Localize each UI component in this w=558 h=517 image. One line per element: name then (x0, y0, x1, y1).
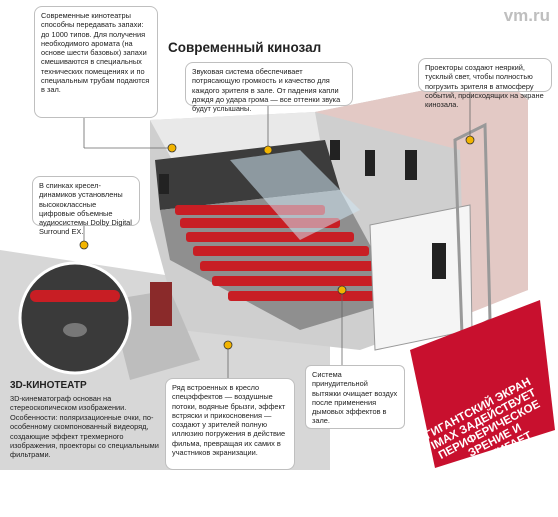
marker (167, 143, 177, 153)
markers (79, 135, 475, 350)
marker (79, 240, 89, 250)
projector-beam (230, 150, 360, 240)
seat-rows (175, 205, 388, 301)
callout-projectors: Проекторы создают неяркий, тусклый свет,… (418, 58, 552, 109)
marker (263, 145, 273, 155)
marker (223, 340, 233, 350)
imax-banner-shape (410, 300, 555, 468)
watermark: vm.ru (503, 6, 550, 25)
movie-poster (150, 282, 172, 326)
seat-row (200, 261, 380, 271)
diagram-stage: vm.ru Современный кинозал Современные ки… (0, 6, 555, 470)
seat-row (186, 232, 354, 242)
right-wall (315, 75, 528, 315)
seat-row (212, 276, 388, 286)
screen-speaker (432, 243, 446, 279)
diagram-title: Современный кинозал (168, 40, 322, 55)
cinema-illustration (0, 75, 555, 470)
closeup-seat (30, 290, 120, 302)
leader-lines (83, 86, 471, 378)
marker (337, 285, 347, 295)
callout-effects: Ряд встроенных в кресло спецэффектов — в… (165, 378, 295, 470)
wall-speaker (159, 174, 169, 194)
seat-row (193, 246, 369, 256)
stairs (110, 290, 200, 380)
marker (465, 135, 475, 145)
wall-speaker (365, 150, 375, 176)
section-3d-text: 3D-кинематограф основан на стереоскопиче… (10, 394, 159, 460)
wall-speaker (330, 140, 340, 160)
section-3d-title: 3D-КИНОТЕАТР (10, 380, 87, 391)
wall-speaker (405, 150, 417, 180)
callout-exhaust: Система принудительной вытяжки очищает в… (305, 365, 405, 429)
callout-seat-audio: В спинках кресел-динамиков установлены в… (32, 176, 140, 236)
callout-smell: Современные кинотеатры способны передава… (34, 6, 158, 118)
seat-closeup-circle (18, 261, 132, 375)
seat-row (228, 291, 388, 301)
seat-nozzle (63, 323, 87, 337)
callout-sound: Звуковая система обеспечивает потрясающу… (185, 62, 353, 113)
back-wall-top (150, 112, 320, 165)
